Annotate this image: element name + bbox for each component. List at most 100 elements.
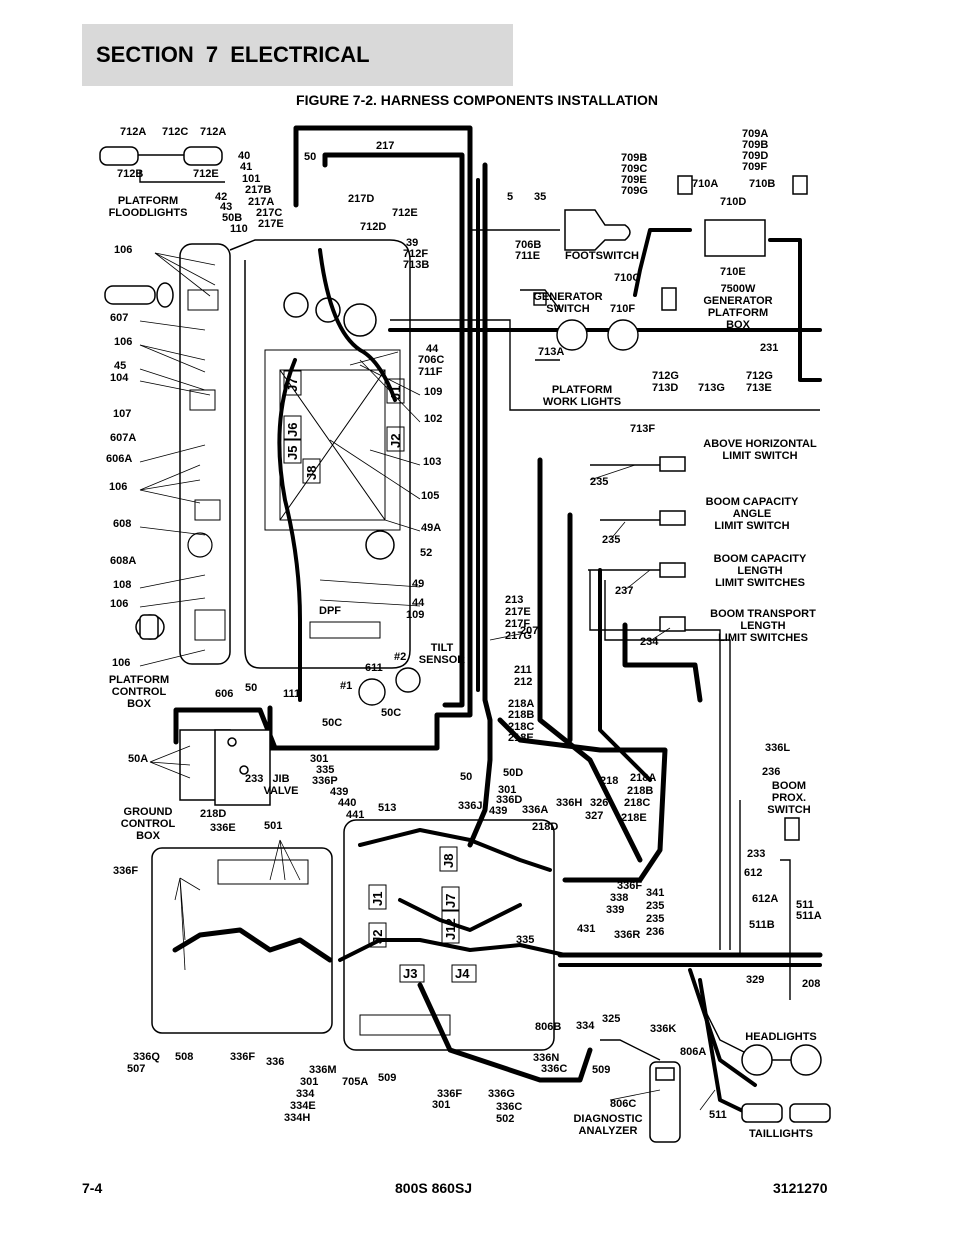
callout-label: 49A [421,522,441,534]
callout-label: 218A [630,772,656,784]
callout-label: 709F [742,161,767,173]
pcb-hole-3 [343,303,377,337]
pcb-hole-5 [187,532,213,558]
callout-label: 236 [646,926,664,938]
component-label-tilt-sensor: TILT [431,642,454,654]
component-label-tilt-sensor: SENSOR [419,654,466,666]
callout-label: 329 [746,974,764,986]
floodlight-icon [99,146,223,166]
callout-label: 712G [652,370,679,382]
callout-label: 44 [412,597,425,609]
connector-label-j7a: J7 [285,378,300,392]
boom-harness-4 [622,622,703,703]
component-label-floodlights: FLOODLIGHTS [109,207,188,219]
callout-label: 207 [520,625,538,637]
callout-label: 713F [630,423,655,435]
callout-label: 236 [762,766,780,778]
callout-label: 709C [621,163,647,175]
callout-label: 806A [680,1046,706,1058]
leader-line [139,344,206,361]
callout-label: 713D [652,382,678,394]
callout-label: #1 [340,680,352,692]
doc-number: 3121270 [773,1180,828,1196]
component-label-generator-switch: GENERATOR [533,291,602,303]
callout-label: 508 [175,1051,193,1063]
component-label-platform-control: CONTROL [112,686,167,698]
callout-label: 712D [360,221,386,233]
callout-label: 235 [646,900,664,912]
connector-box [386,378,405,404]
leader-line [329,439,421,500]
section-title: SECTION 7 ELECTRICAL [96,42,370,67]
callout-label: 710E [720,266,746,278]
callout-label: 431 [577,923,595,935]
callout-label: 111 [283,688,300,700]
component-label-boom-angle: LIMIT SWITCH [714,520,789,532]
leader-line [139,574,206,589]
component-label-boom-prox: BOOM [772,780,806,792]
callout-label: 218C [508,721,534,733]
callout-label: 5 [507,191,513,203]
gen-box-run [768,238,822,382]
leader-line [699,1089,716,1111]
callout-label: 336J [458,800,482,812]
callout-label: 336N [533,1052,559,1064]
callout-label: 712G [746,370,773,382]
component-label-generator-box: BOX [726,319,751,331]
leader-line [179,877,201,891]
dpf-terminal-strip [309,621,381,639]
connector-label-j5: J5 [285,446,300,460]
callout-label: 336L [765,742,790,754]
callout-label: 211 [514,664,532,676]
platform-control-box [179,239,411,669]
callout-label: 325 [602,1013,620,1025]
j-cable-b [398,898,522,932]
ground-control-box [151,819,555,1051]
callout-label: 49 [412,578,424,590]
leader-line [649,627,671,642]
leader-line [139,649,206,667]
callout-label: 507 [127,1063,145,1075]
callout-label: 108 [113,579,131,591]
callout-label: 104 [110,372,129,384]
leader-line [139,489,201,504]
callout-label: 218C [624,797,650,809]
connector-box [451,964,477,983]
callout-label: 109 [424,386,442,398]
component-label-generator-box: PLATFORM [708,307,768,319]
leader-line [609,521,626,541]
callout-label: 606A [106,453,132,465]
figure-title: FIGURE 7-2. HARNESS COMPONENTS INSTALLAT… [296,92,658,108]
callout-label: 709D [742,150,768,162]
leader-line [139,464,201,491]
callout-label: 217E [258,218,284,230]
callout-label: 336K [650,1023,676,1035]
callout-label: 231 [760,342,778,354]
callout-label: 106 [114,336,132,348]
callout-label: 511 [796,899,814,911]
callout-label: 513 [378,802,396,814]
pcb-loop-1 [277,358,302,702]
leader-line [369,449,421,466]
callout-label: 501 [264,820,282,832]
callout-label: 217C [256,207,282,219]
callout-label: 106 [109,481,127,493]
callout-label: 509 [592,1064,610,1076]
callout-label: 50D [503,767,523,779]
generator-switch-icon [533,292,639,351]
ground-box-cable [172,927,333,963]
callout-label: 50C [322,717,342,729]
callout-label: 235 [590,476,608,488]
ground-box-cable-2 [338,938,567,962]
callout-label: 301 [310,753,328,765]
callout-label: 607 [110,312,128,324]
generator-box-icon [661,175,808,311]
connector-label-j7b: J7 [443,894,458,908]
connector-label-j1a: J1 [388,386,403,400]
model-label: 800S 860SJ [395,1180,473,1196]
callout-label: 440 [338,797,356,809]
callout-label: 234 [640,636,659,648]
callout-label: 102 [424,413,442,425]
callout-label: 217B [245,184,271,196]
leader-line [149,745,191,763]
